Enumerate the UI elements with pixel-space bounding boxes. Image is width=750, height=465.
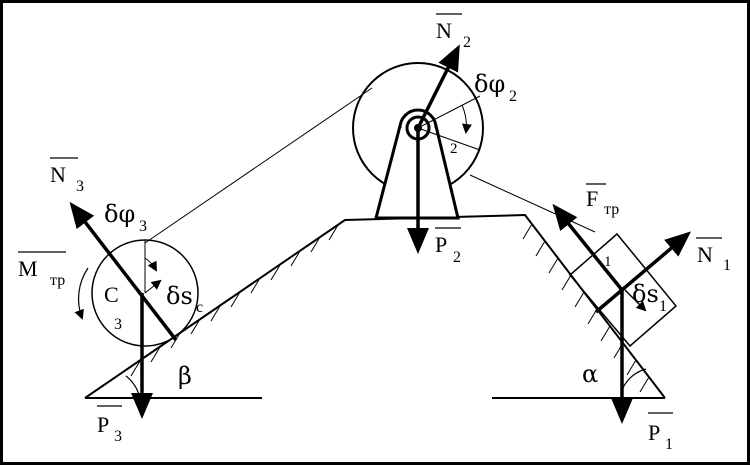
label-dphi3-sub: 3: [139, 218, 147, 235]
arrow-n1: [594, 231, 692, 314]
label-n1-sub: 1: [723, 257, 731, 274]
label-c: C: [104, 282, 119, 307]
label-block-num: 1: [604, 254, 612, 270]
label-dsc-sub: c: [196, 299, 203, 316]
label-beta: β: [178, 362, 192, 390]
label-ds1: δs: [632, 280, 659, 308]
arrow-ftr: [552, 203, 624, 292]
label-ftr: F: [586, 186, 598, 211]
label-n3-sub: 3: [76, 178, 84, 195]
label-dsc: δs: [166, 282, 193, 310]
label-dphi2: δφ: [474, 70, 505, 98]
label-ftr-sub: тр: [604, 201, 619, 218]
cylinder-3: [74, 239, 199, 347]
label-n1: N: [697, 242, 713, 267]
label-p2: P: [435, 232, 447, 257]
label-n2-sub: 2: [463, 34, 471, 51]
block-1: [568, 232, 678, 348]
label-pulley-num: 2: [450, 141, 458, 157]
label-p3: P: [97, 412, 109, 437]
arrow-n3: [69, 201, 178, 342]
label-p3-sub: 3: [114, 428, 122, 445]
hatching-left: [130, 224, 339, 377]
rope-left: [144, 87, 373, 244]
label-p2-sub: 2: [453, 249, 461, 266]
label-n3: N: [50, 162, 66, 187]
beta-arc: [125, 375, 141, 399]
label-c-sub: 3: [114, 316, 122, 333]
label-mtr-sub: тр: [50, 272, 65, 289]
label-dphi2-sub: 2: [509, 88, 517, 105]
label-ds1-sub: 1: [659, 298, 667, 315]
label-p1: P: [648, 420, 660, 445]
hatching-right: [522, 223, 650, 393]
label-alpha: α: [582, 360, 598, 388]
label-mtr: M: [18, 256, 38, 281]
vector-overlines: [18, 13, 722, 414]
label-dphi3: δφ: [104, 200, 135, 228]
label-n2: N: [436, 18, 452, 43]
label-p1-sub: 1: [665, 436, 673, 453]
arrow-n2: [416, 44, 460, 129]
alpha-arc: [621, 368, 647, 391]
